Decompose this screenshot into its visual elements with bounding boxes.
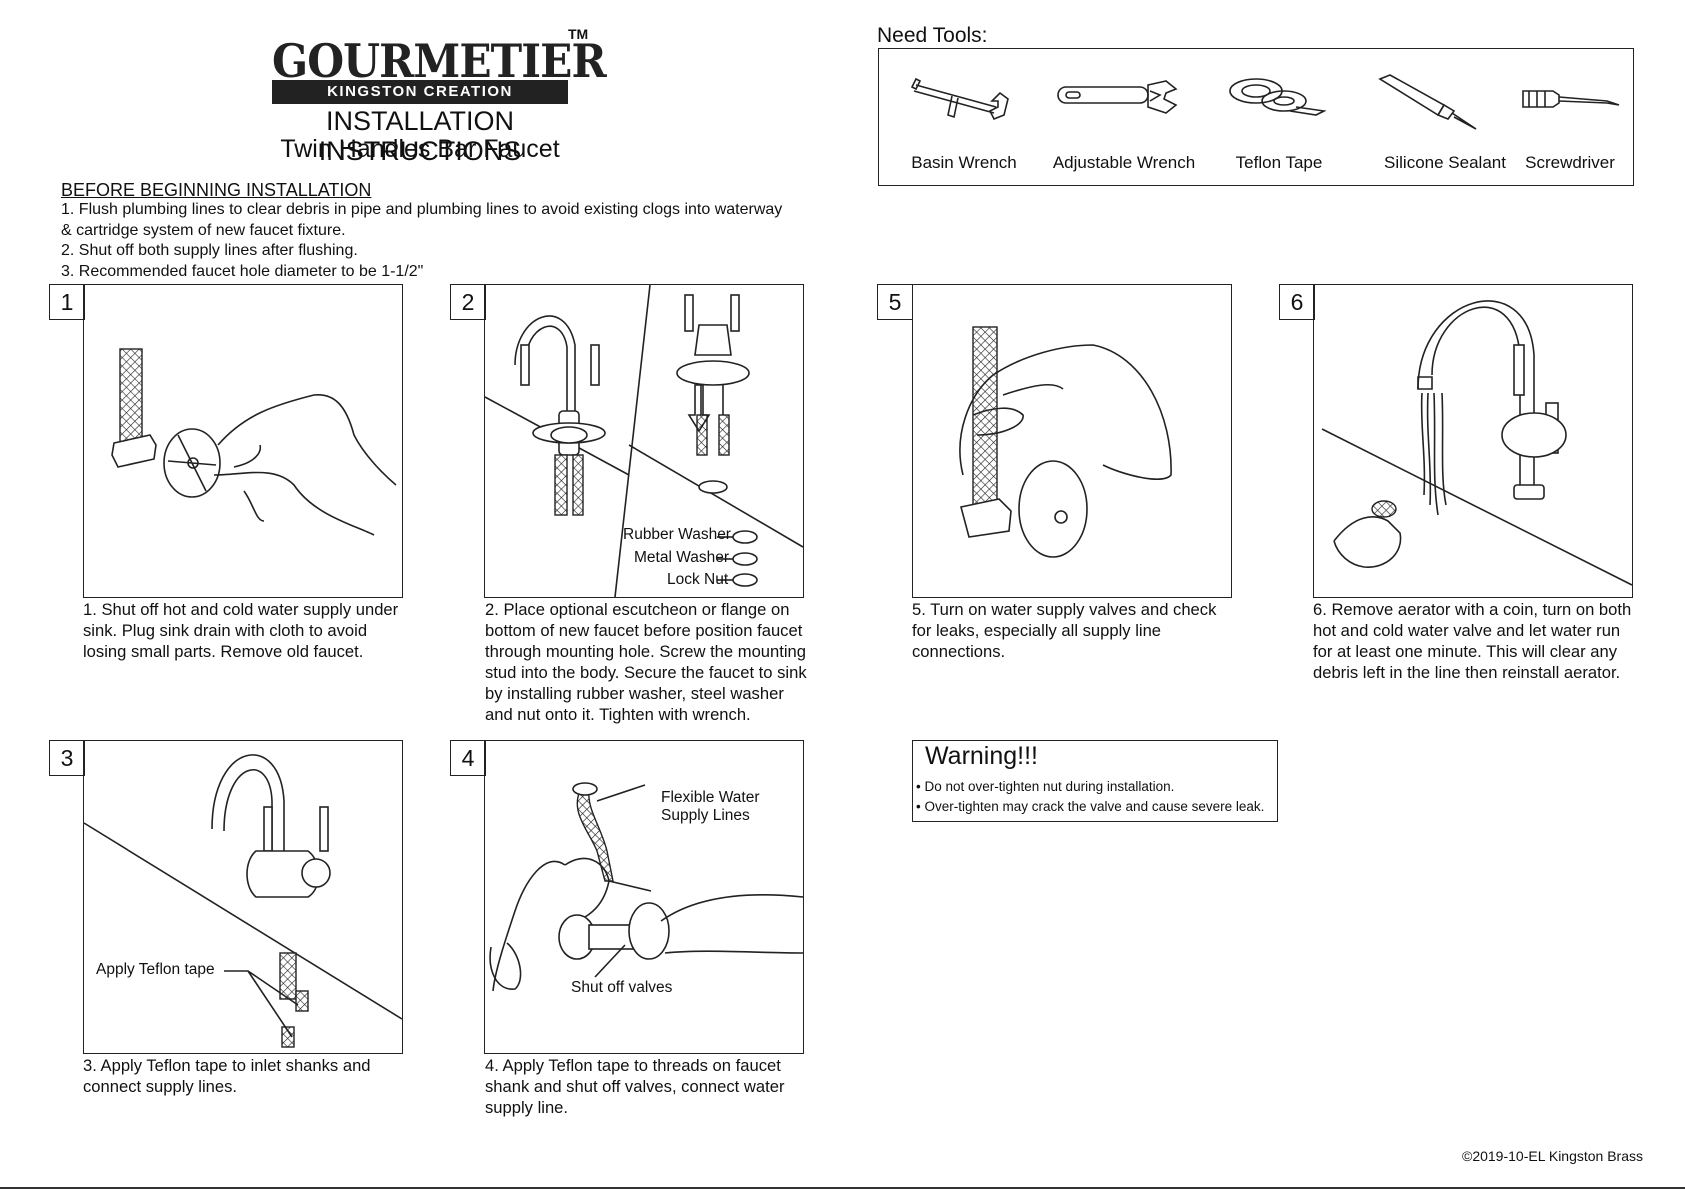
step-description: 6. Remove aerator with a coin, turn on b… [1313, 599, 1653, 683]
warning-box [912, 740, 1278, 822]
supply-lines-label: Supply Lines [661, 807, 750, 824]
step-number: 5 [877, 284, 913, 320]
silicone-sealant-icon [1378, 74, 1477, 130]
faucet-mounting-illustration [484, 284, 804, 598]
step-line: by installing rubber washer, steel washe… [485, 684, 784, 703]
apply-teflon-label: Apply Teflon tape [96, 961, 215, 978]
teflon-tape-icon [1229, 78, 1327, 116]
tool-label: Basin Wrench [911, 153, 1017, 172]
flexible-water-label: Flexible Water [661, 789, 760, 806]
screwdriver-icon [1522, 90, 1620, 108]
tool-label: Adjustable Wrench [1052, 153, 1196, 172]
before-item: & cartridge system of new faucet fixture… [61, 221, 346, 239]
copyright-notice: ©2019-10-EL Kingston Brass [1462, 1148, 1644, 1164]
step-line: bottom of new faucet before position fau… [485, 621, 803, 640]
step-line: connections. [912, 642, 1006, 661]
tool-label: Screwdriver [1525, 153, 1615, 172]
step-line: and nut onto it. Tighten with wrench. [485, 705, 751, 724]
step-line: debris left in the line then reinstall a… [1313, 663, 1621, 682]
warning-item: • Over-tighten may crack the valve and c… [916, 799, 1265, 814]
step-number: 4 [450, 740, 486, 776]
tools-heading: Need Tools: [877, 24, 988, 47]
step-line: 6. Remove aerator with a coin, turn on b… [1313, 600, 1632, 619]
step-line: sink. Plug sink drain with cloth to avoi… [83, 621, 368, 640]
before-beginning-heading: BEFORE BEGINNING INSTALLATION [61, 180, 372, 200]
basin-wrench-icon [910, 77, 1009, 121]
step-description: 2. Place optional escutcheon or flange o… [485, 599, 825, 725]
document-title: INSTALLATION INSTRUCTIONS [318, 106, 522, 166]
shutoff-hand-illustration [111, 348, 397, 536]
step-line: hot and cold water valve and let water r… [1313, 621, 1621, 640]
shut-off-valves-label: Shut off valves [571, 979, 673, 996]
warning-list: • Do not over-tighten nut during install… [916, 777, 1264, 817]
step-line: through mounting hole. Screw the mountin… [485, 642, 807, 661]
metal-washer-label: Metal Washer [634, 549, 730, 566]
step-illustration [1313, 284, 1633, 598]
connect-supply-lines-illustration [489, 782, 804, 992]
supply-valve-hand-illustration [959, 326, 1172, 558]
step-description: 3. Apply Teflon tape to inlet shanks and… [83, 1055, 415, 1097]
step-description: 1. Shut off hot and cold water supply un… [83, 599, 415, 662]
step-line: shank and shut off valves, connect water [485, 1077, 785, 1096]
step-line: 3. Apply Teflon tape to inlet shanks and [83, 1056, 371, 1075]
step-line: for leaks, especially all supply line [912, 621, 1162, 640]
trademark-symbol: TM [568, 26, 589, 42]
step-line: 4. Apply Teflon tape to threads on fauce… [485, 1056, 781, 1075]
step-number: 3 [49, 740, 85, 776]
tool-label: Silicone Sealant [1384, 153, 1506, 172]
step-number: 1 [49, 284, 85, 320]
before-beginning-list: 1. Flush plumbing lines to clear debris … [61, 200, 821, 282]
brand-logo-wordmark: GOURMETIER [272, 34, 607, 88]
step-illustration: Rubber Washer Metal Washer Lock Nut [484, 284, 804, 598]
adjustable-wrench-icon [1057, 80, 1178, 114]
step-line: losing small parts. Remove old faucet. [83, 642, 364, 661]
rubber-washer-label: Rubber Washer [623, 526, 731, 543]
step-line: for at least one minute. This will clear… [1313, 642, 1618, 661]
aerator-flush-illustration [1321, 300, 1633, 586]
step-illustration [912, 284, 1232, 598]
step-line: connect supply lines. [83, 1077, 238, 1096]
lock-nut-label: Lock Nut [667, 571, 729, 588]
warning-title: Warning!!! [925, 742, 1039, 770]
step-line: 1. Shut off hot and cold water supply un… [83, 600, 399, 619]
step-line: stud into the body. Secure the faucet to… [485, 663, 807, 682]
step-illustration [83, 284, 403, 598]
step-description: 5. Turn on water supply valves and check… [912, 599, 1244, 662]
step-line: 5. Turn on water supply valves and check [912, 600, 1217, 619]
document-subtitle: Twin Handles Bar Faucet [280, 135, 560, 163]
tool-label: Teflon Tape [1235, 153, 1323, 172]
brand-logo-subtitle: KINGSTON CREATION [272, 80, 568, 104]
warning-item: • Do not over-tighten nut during install… [916, 779, 1175, 794]
before-item: 3. Recommended faucet hole diameter to b… [61, 262, 424, 280]
step-line: 2. Place optional escutcheon or flange o… [485, 600, 790, 619]
before-item: 2. Shut off both supply lines after flus… [61, 242, 358, 259]
step-number: 2 [450, 284, 486, 320]
step-illustration: Flexible Water Supply Lines Shut off val… [484, 740, 804, 1054]
step-illustration: Apply Teflon tape [83, 740, 403, 1054]
teflon-tape-shanks-illustration [83, 754, 403, 1048]
before-item: 1. Flush plumbing lines to clear debris … [61, 201, 783, 218]
tools-panel: Basin Wrench Adjustable Wrench Teflon Ta… [878, 48, 1634, 186]
step-line: supply line. [485, 1098, 569, 1117]
step-description: 4. Apply Teflon tape to threads on fauce… [485, 1055, 817, 1118]
bottom-divider [0, 1187, 1685, 1189]
step-number: 6 [1279, 284, 1315, 320]
